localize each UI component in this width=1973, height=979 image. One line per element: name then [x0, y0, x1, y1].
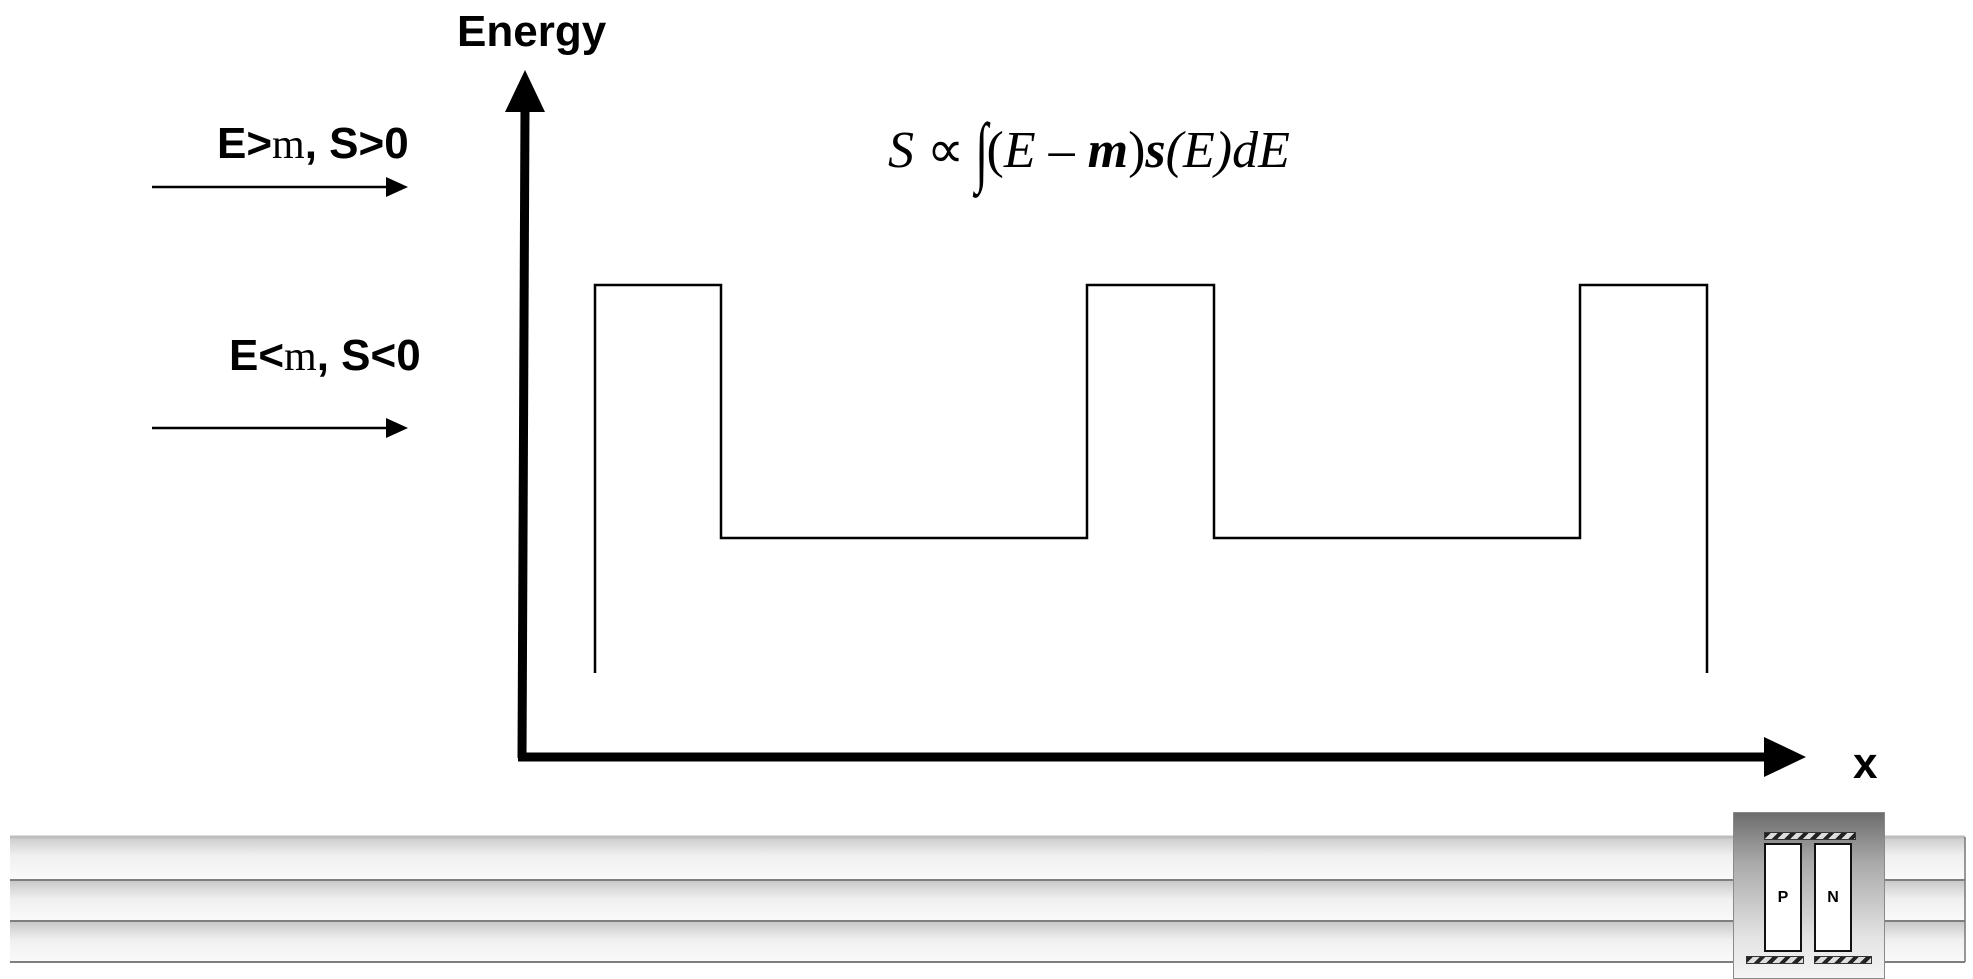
- energy-profile: [593, 283, 1709, 673]
- x-axis-arrow: [1764, 737, 1806, 777]
- n-type-leg: N: [1814, 843, 1852, 952]
- mu-symbol: m: [272, 122, 305, 168]
- y-axis-label: Energy: [457, 7, 607, 56]
- integral-symbol: ∫: [975, 107, 989, 194]
- top-contact-plate: [1764, 832, 1856, 840]
- conductor-bar-middle: [10, 881, 1965, 921]
- open-paren: (: [986, 122, 1004, 179]
- y-axis-arrow: [505, 70, 545, 112]
- bottom-contact-plate-left: [1746, 956, 1804, 964]
- formula-mu: m: [1087, 122, 1129, 179]
- condition-prefix: E>: [217, 119, 273, 168]
- condition-above-label: E>m, S>0: [217, 119, 409, 168]
- conductor-bar-top: [10, 836, 1965, 880]
- formula-differential: dE: [1232, 122, 1290, 179]
- minus-sign: –: [1035, 122, 1088, 179]
- seebeck-formula: S ∝ ∫(E – m)s(E)dE: [888, 112, 1290, 190]
- flow-arrow-below: [152, 418, 408, 438]
- condition-below-label: E<m, S<0: [229, 331, 421, 380]
- formula-energy: E: [1003, 122, 1036, 179]
- close-paren: ): [1128, 122, 1146, 179]
- p-type-leg: P: [1764, 843, 1802, 952]
- mu-symbol: m: [284, 334, 317, 380]
- proportional-symbol: ∝: [927, 122, 965, 179]
- x-axis-label: x: [1853, 739, 1878, 788]
- formula-lhs: S: [888, 122, 914, 179]
- y-axis: [517, 107, 530, 759]
- axes: [505, 70, 1806, 777]
- condition-prefix: E<: [229, 331, 285, 380]
- condition-suffix: , S<0: [316, 331, 421, 380]
- condition-suffix: , S>0: [304, 119, 409, 168]
- thermoelectric-module: P N: [1733, 812, 1885, 979]
- flow-arrow-above: [152, 177, 408, 197]
- formula-sigma: s: [1145, 122, 1166, 179]
- conductor-bar-bottom: [10, 922, 1965, 962]
- bottom-contact-plate-right: [1814, 956, 1872, 964]
- conductor-bars: [10, 835, 1966, 963]
- formula-argument: (E): [1165, 122, 1233, 179]
